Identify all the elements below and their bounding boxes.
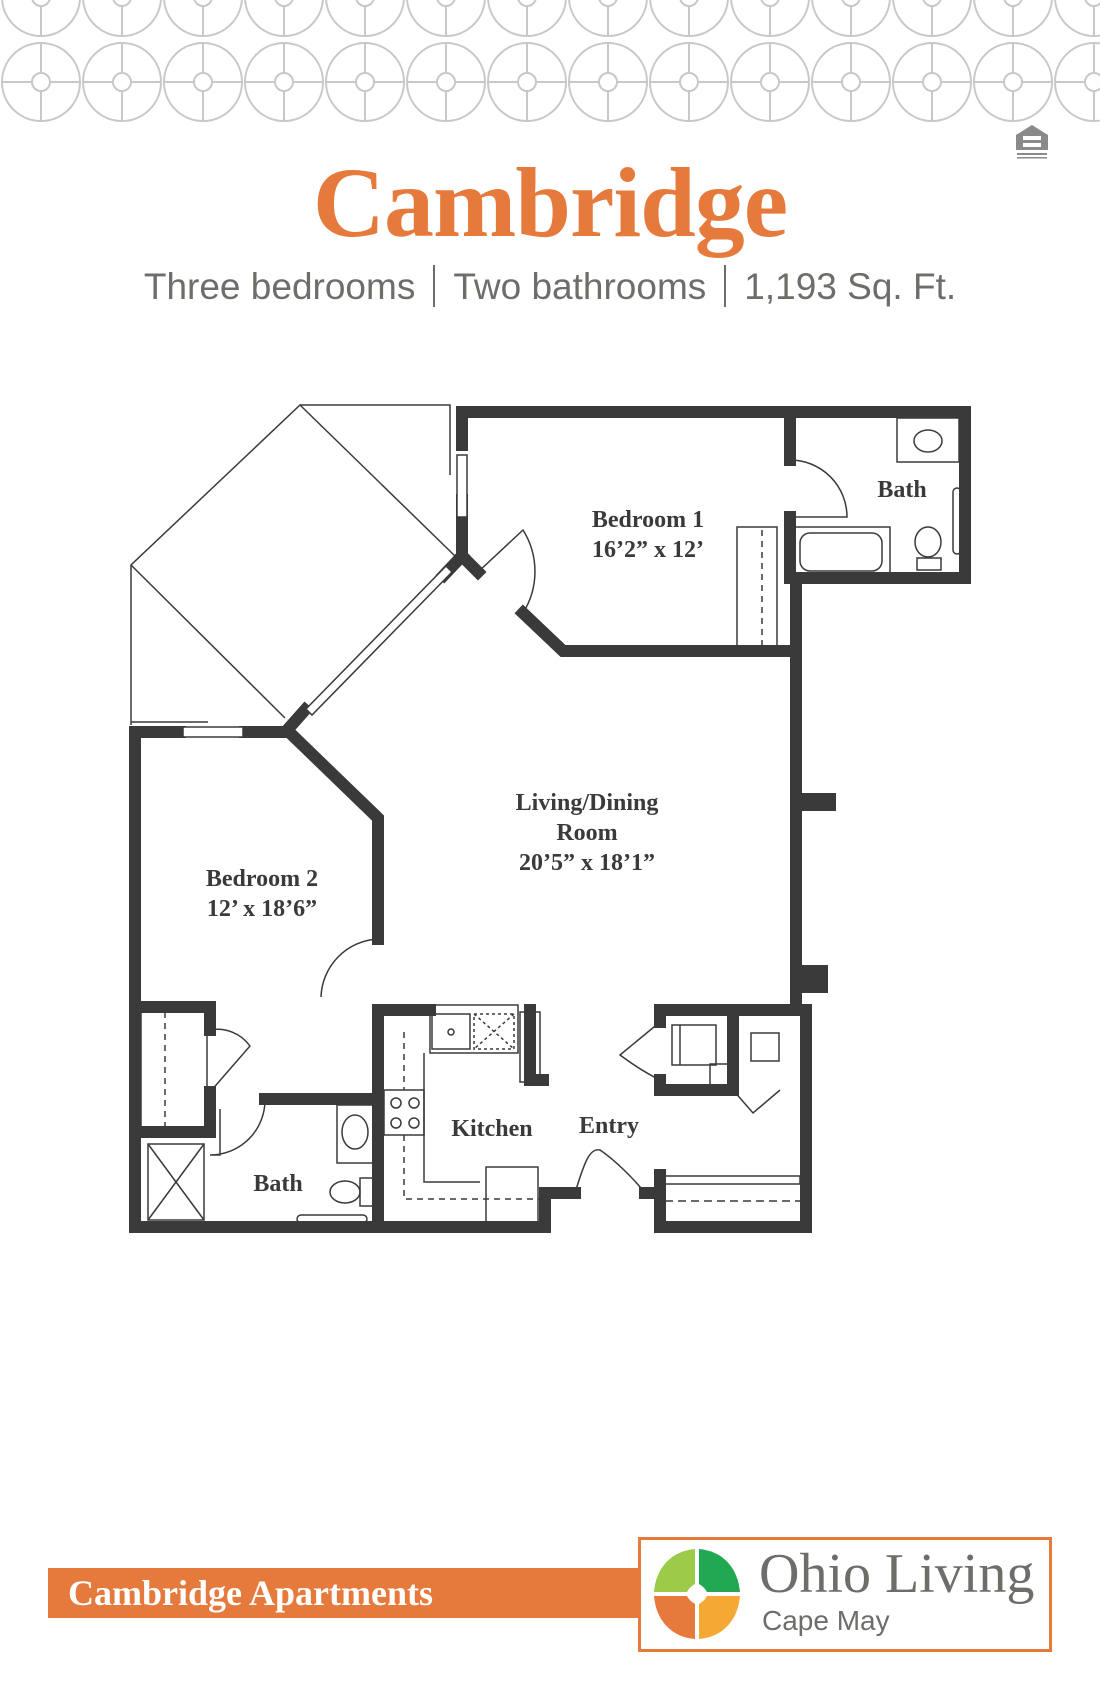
room-label-kitchen: Kitchen (451, 1116, 532, 1142)
room-label-living-dining: Living/Dining (516, 790, 659, 816)
bedrooms-count: Three bedrooms (143, 266, 416, 307)
footer-banner (48, 1568, 648, 1618)
decorative-pattern-icon (1, 0, 1100, 122)
square-footage: 1,193 Sq. Ft. (744, 266, 957, 307)
room-label-bedroom-1: Bedroom 1 (592, 507, 704, 533)
room-dimensions-living-dining: 20’5” x 18’1” (519, 850, 655, 876)
room-dimensions-bedroom-1: 16’2” x 12’ (592, 537, 704, 563)
floor-plan: Bedroom 1 16’2” x 12’ Bath Living/Dining… (129, 404, 971, 1233)
divider (724, 265, 727, 307)
room-label-bath-2: Bath (253, 1171, 302, 1197)
ohio-living-logo: Ohio Living Cape May (638, 1537, 1052, 1652)
room-dimensions-bedroom-2: 12’ x 18’6” (207, 896, 317, 922)
divider (433, 265, 436, 307)
bathrooms-count: Two bathrooms (453, 266, 707, 307)
room-label-living-dining-line2: Room (556, 820, 617, 846)
room-label-bath-1: Bath (877, 477, 926, 503)
unit-summary: Three bedrooms Two bathrooms 1,193 Sq. Ft. (0, 262, 1100, 312)
ohio-living-compass-icon (654, 1549, 740, 1639)
page-title: Cambridge (312, 147, 788, 258)
room-label-bedroom-2: Bedroom 2 (206, 866, 318, 892)
footer-banner-label: Cambridge Apartments (68, 1573, 433, 1613)
logo-name: Ohio Living (759, 1543, 1035, 1605)
logo-location: Cape May (762, 1605, 890, 1636)
equal-housing-icon (1016, 125, 1048, 159)
room-label-entry: Entry (579, 1113, 639, 1139)
